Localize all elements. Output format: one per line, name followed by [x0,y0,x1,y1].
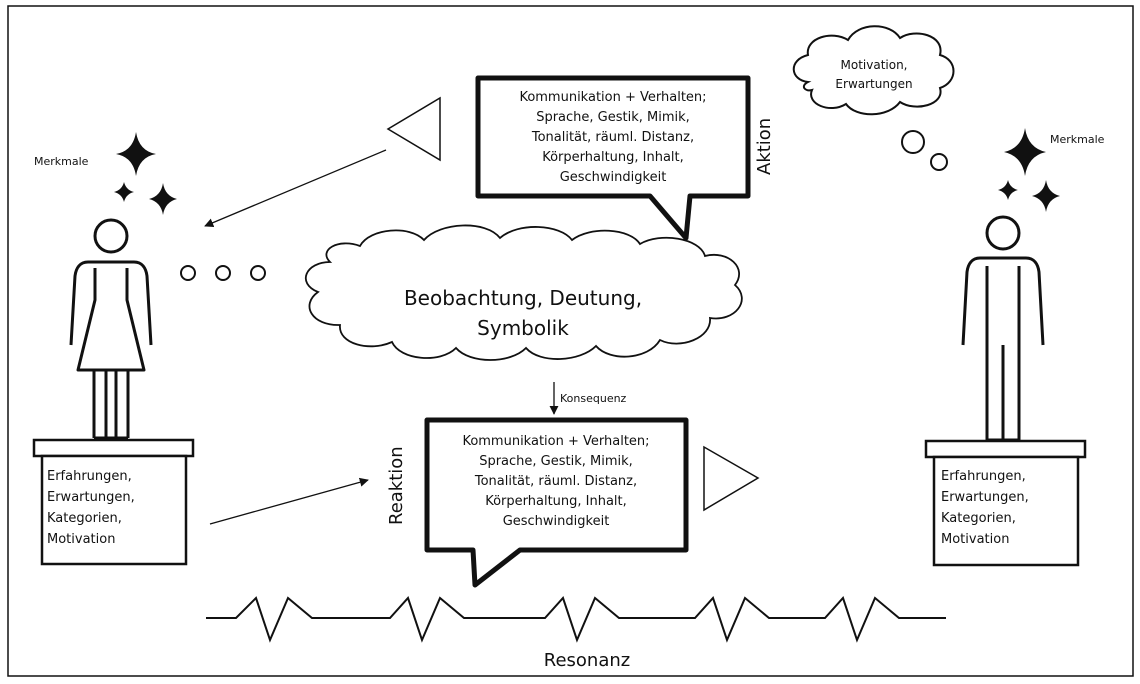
bottom-bubble-line-1: Kommunikation + Verhalten; [462,434,649,449]
thought-cloud-shape [792,25,955,116]
right-pedestal [924,439,1087,567]
right-person-arms [961,256,1045,346]
left-pedestal-top [32,438,195,458]
left-person [69,218,153,440]
right-pedestal-line-3: Kategorien, [941,511,1016,526]
top-bubble-line-1: Kommunikation + Verhalten; [519,90,706,105]
sparkle-icon [1032,180,1060,212]
right-pedestal-line-2: Erwartungen, [941,490,1029,505]
cloud-line-1: Beobachtung, Deutung, [404,286,642,310]
right-sparkles [998,128,1060,212]
thought-line-1: Motivation, [841,58,908,72]
arrow-to-reaktion [209,477,369,525]
dot-icon [250,265,266,281]
reaktion-label: Reaktion [386,446,407,525]
arrow-to-left-person [204,149,387,228]
left-person-legs [92,370,130,438]
sparkle-icon [114,182,134,202]
right-person [961,215,1045,442]
top-speech-bubble [475,75,751,241]
thought-bubble-dot [930,153,948,171]
ellipsis-dots [180,265,266,281]
top-bubble-line-3: Tonalität, räuml. Distanz, [531,130,694,145]
left-sparkles [114,132,177,215]
top-bubble-line-2: Sprache, Gestik, Mimik, [536,110,690,125]
left-pedestal-line-1: Erfahrungen, [47,469,132,484]
thought-bubble-dot [901,130,925,154]
resonanz-wave [206,596,946,643]
merkmale-right-label: Merkmale [1050,133,1105,146]
bottom-speech-bubble [424,417,689,588]
triangle-left-icon [386,96,441,162]
sparkle-icon [998,180,1018,200]
dot-icon [180,265,196,281]
left-pedestal-body [40,454,188,566]
sparkle-icon [116,132,156,176]
top-bubble-line-5: Geschwindigkeit [560,170,667,185]
right-person-body [985,266,1021,440]
aktion-label: Aktion [754,118,775,175]
left-person-dress [76,268,146,372]
cloud-line-2: Symbolik [477,316,569,340]
right-pedestal-line-1: Erfahrungen, [941,469,1026,484]
left-pedestal-line-2: Erwartungen, [47,490,135,505]
thought-cloud [792,25,955,171]
top-bubble-line-4: Körperhaltung, Inhalt, [542,150,684,165]
right-pedestal-line-4: Motivation [941,532,1009,547]
merkmale-left-label: Merkmale [34,155,89,168]
center-cloud [305,224,743,361]
sparkle-icon [149,183,177,215]
bottom-bubble-line-5: Geschwindigkeit [503,514,610,529]
sparkle-icon [1004,128,1046,176]
dot-icon [215,265,231,281]
left-person-arms [69,260,153,346]
left-pedestal-line-3: Kategorien, [47,511,122,526]
right-pedestal-body [932,455,1080,567]
right-person-head [985,215,1021,251]
right-pedestal-top [924,439,1087,459]
left-person-head [93,218,129,254]
thought-line-2: Erwartungen [835,77,912,91]
konsequenz-label: Konsequenz [560,392,627,405]
bottom-bubble-line-4: Körperhaltung, Inhalt, [485,494,627,509]
left-pedestal-line-4: Motivation [47,532,115,547]
left-pedestal [32,438,195,566]
triangle-right-icon [703,445,760,512]
outer-frame [7,5,1134,677]
resonanz-label: Resonanz [544,650,630,671]
bottom-bubble-line-2: Sprache, Gestik, Mimik, [479,454,633,469]
bottom-bubble-line-3: Tonalität, räuml. Distanz, [474,474,637,489]
